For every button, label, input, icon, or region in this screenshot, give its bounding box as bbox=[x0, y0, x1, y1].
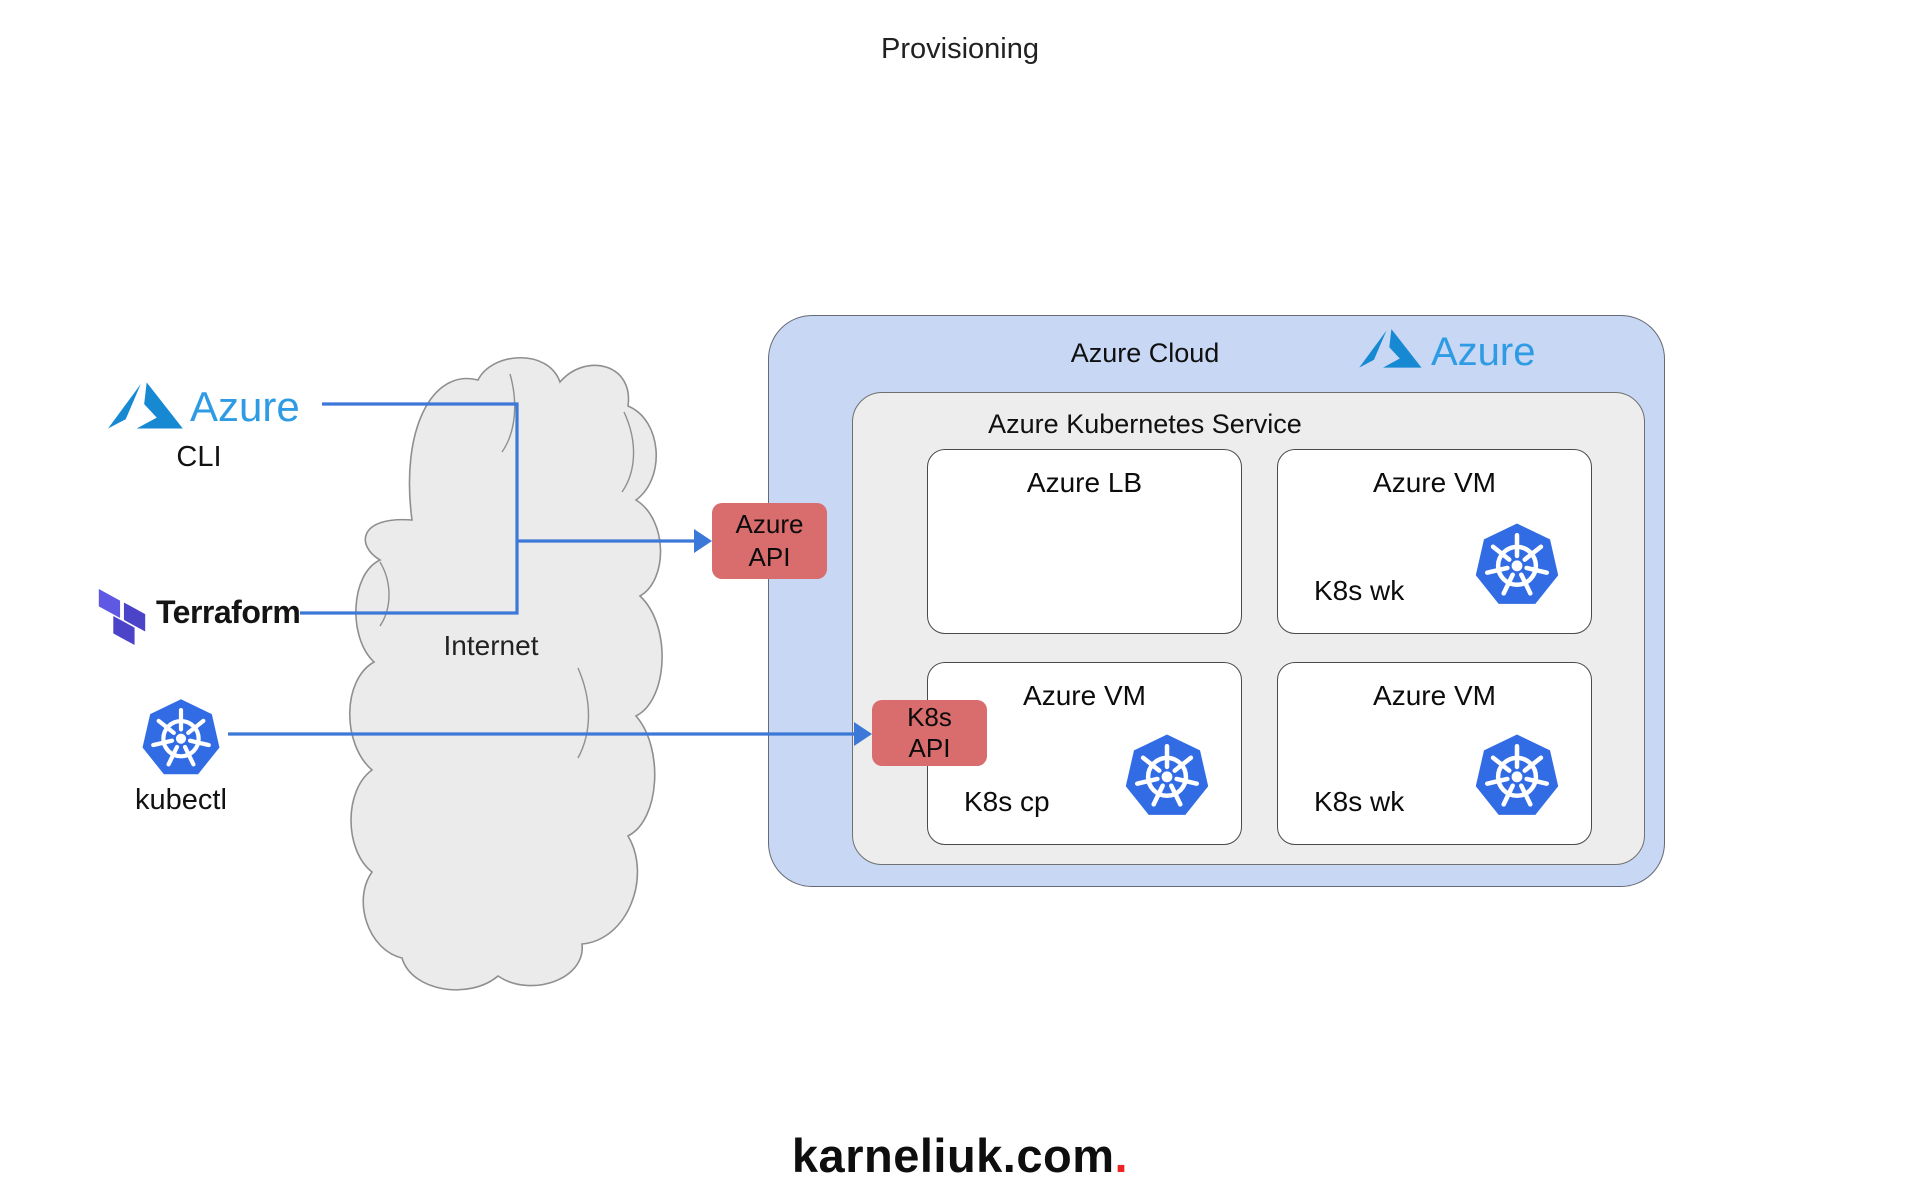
page-title: Provisioning bbox=[881, 33, 1039, 65]
node-title: Azure VM bbox=[1373, 467, 1496, 498]
kubernetes-icon bbox=[1475, 734, 1559, 815]
azure-brand-text: Azure bbox=[1431, 330, 1536, 374]
terraform-label: Terraform bbox=[156, 594, 301, 630]
node-sublabel: K8s wk bbox=[1314, 575, 1405, 606]
kubectl-label: kubectl bbox=[135, 784, 227, 816]
cli-terraform-connector-line bbox=[300, 402, 519, 615]
k8s-api-box: K8s API bbox=[872, 700, 987, 766]
watermark-dot: . bbox=[1114, 1129, 1129, 1182]
azure-cli-brand-text: Azure bbox=[190, 383, 300, 430]
k8s-api-line1: K8s bbox=[907, 702, 952, 732]
node-title: Azure LB bbox=[1026, 467, 1143, 498]
kubernetes-icon bbox=[1475, 523, 1559, 604]
terraform-icon bbox=[98, 588, 146, 646]
azure-api-box: Azure API bbox=[712, 503, 827, 579]
azure-logo-icon bbox=[1359, 329, 1422, 368]
node-sublabel: K8s cp bbox=[964, 786, 1050, 817]
azure-logo-icon bbox=[108, 382, 183, 429]
k8s-api-line2: API bbox=[908, 733, 951, 763]
node-sublabel: K8s wk bbox=[1314, 786, 1405, 817]
azure-api-line1: Azure bbox=[735, 509, 804, 539]
watermark: karneliuk.com. bbox=[0, 1128, 1920, 1183]
node-title: Azure VM bbox=[1373, 680, 1496, 711]
kubernetes-icon bbox=[142, 699, 220, 775]
node-box-azure-lb: Azure LB bbox=[927, 449, 1242, 634]
watermark-text: karneliuk.com bbox=[791, 1129, 1115, 1182]
azure-cli-label: CLI bbox=[176, 441, 222, 473]
azure-cloud-label: Azure Cloud bbox=[1070, 338, 1220, 368]
kubernetes-icon bbox=[1125, 734, 1209, 815]
node-box-azure-vm-worker-2: Azure VM K8s wk bbox=[1277, 662, 1592, 845]
node-title: Azure VM bbox=[1023, 680, 1146, 711]
node-box-azure-vm-worker-1: Azure VM K8s wk bbox=[1277, 449, 1592, 634]
internet-label: Internet bbox=[443, 630, 539, 661]
azure-api-line2: API bbox=[748, 542, 791, 572]
arrowhead-azure-api bbox=[694, 529, 712, 553]
aks-label: Azure Kubernetes Service bbox=[988, 409, 1302, 439]
